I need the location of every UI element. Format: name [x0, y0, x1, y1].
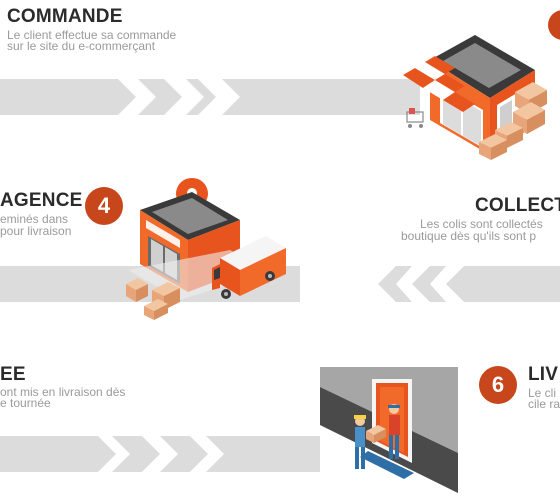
step-agence-title: AGENCE — [0, 190, 83, 211]
step-livraison-desc-line1: Le cli — [528, 386, 557, 400]
band-row-3 — [0, 436, 330, 472]
partial-badge — [548, 10, 560, 40]
step-tournee-title: EE — [0, 364, 26, 385]
step-commande-desc-line2: sur le site du e-commerçant — [7, 39, 156, 53]
step-collect-desc-line2: boutique dès qu'ils sont p — [401, 229, 537, 243]
customer-figure — [354, 415, 366, 469]
step-livraison-badge: 6 — [479, 366, 517, 404]
agency-illustration — [126, 178, 286, 320]
step-collect-title: COLLECT — [475, 195, 560, 216]
delivery-illustration — [320, 367, 458, 493]
step-agence-desc-line1: eminés dans — [0, 212, 69, 226]
courier-figure — [388, 404, 400, 459]
step-commande-desc-line1: Le client effectue sa commande — [7, 28, 177, 42]
shop-illustration — [403, 35, 547, 160]
step-agence-desc-line2: pour livraison — [0, 224, 72, 238]
step-tournee-desc-line2: e tournée — [0, 396, 51, 410]
step-agence-badge: 4 — [85, 187, 123, 225]
step-tournee-desc-line1: ont mis en livraison dès — [0, 385, 126, 399]
step-livraison-title: LIV — [528, 364, 559, 385]
step-collect-desc-line1: Les colis sont collectés — [420, 217, 543, 231]
cart-icon — [406, 108, 424, 128]
step-commande-title: COMMANDE — [7, 6, 123, 27]
step-livraison-desc-line2: cile ra — [528, 397, 560, 411]
band-row-1 — [0, 79, 420, 115]
parcel-stack — [479, 82, 547, 160]
van-icon — [212, 236, 286, 299]
